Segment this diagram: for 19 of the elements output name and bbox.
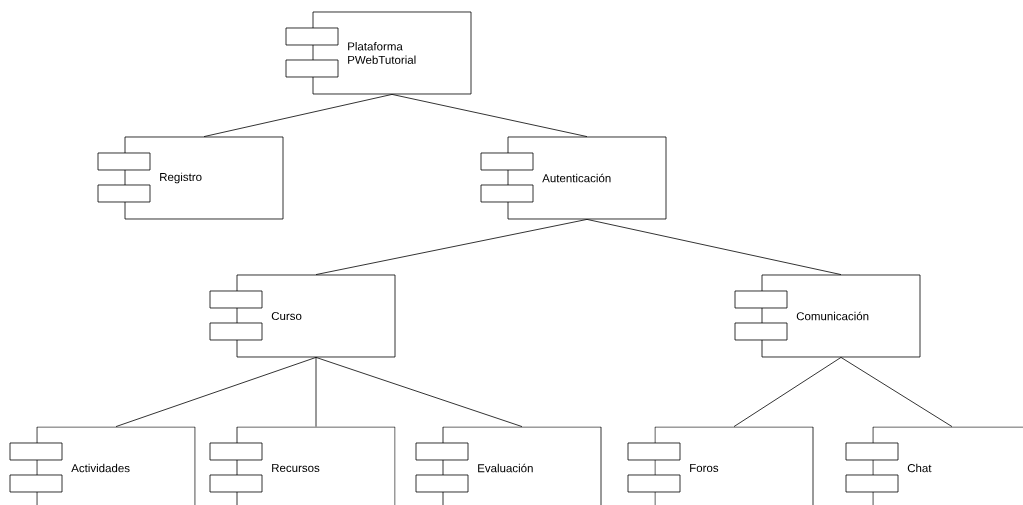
connector-line (391, 94, 588, 137)
component-box: Actividades (9, 426, 196, 505)
component-box: Curso (209, 274, 396, 358)
connector-line (315, 357, 317, 427)
component-box: Registro (97, 136, 284, 220)
connector-line (315, 357, 523, 427)
component-box: Autenticación (480, 136, 667, 220)
connector-line (586, 219, 842, 275)
connector-line (203, 94, 393, 137)
connector-line (840, 357, 953, 427)
component-box: Comunicación (734, 274, 921, 358)
connector-line (115, 357, 317, 427)
connector-line (315, 219, 588, 275)
component-box: Recursos (209, 426, 396, 505)
connector-line (733, 357, 842, 427)
component-box: Plataforma PWebTutorial (285, 11, 472, 95)
component-box: Evaluación (415, 426, 602, 505)
component-box: Foros (627, 426, 814, 505)
component-box: Chat (845, 426, 1023, 505)
